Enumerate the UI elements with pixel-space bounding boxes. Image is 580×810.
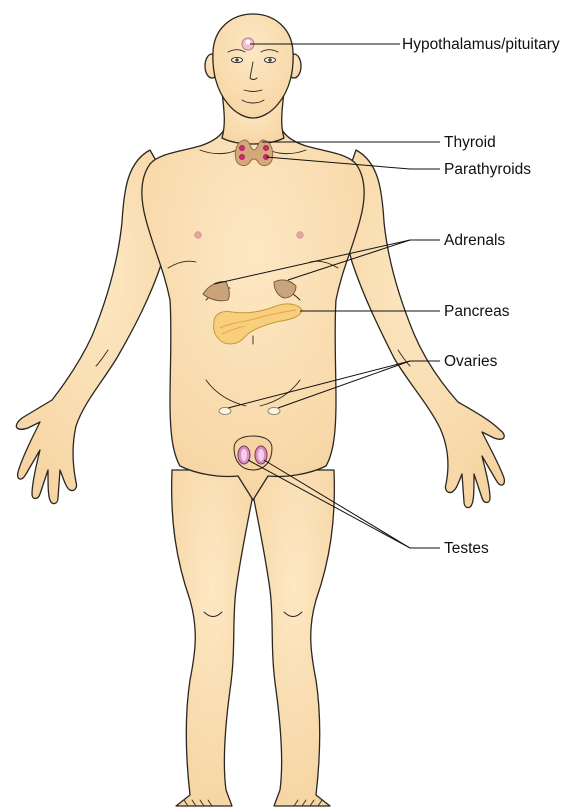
testes xyxy=(234,436,272,470)
right-arm xyxy=(340,150,504,508)
label-pancreas: Pancreas xyxy=(444,303,510,320)
left-ovary xyxy=(219,407,231,414)
label-ovaries: Ovaries xyxy=(444,353,498,370)
left-leg xyxy=(172,470,252,806)
right-nipple xyxy=(297,232,304,239)
label-hypothalamus-pituitary: Hypothalamus/pituitary xyxy=(402,36,560,53)
right-leg xyxy=(254,470,334,806)
right-ovary xyxy=(268,407,280,414)
label-adrenals: Adrenals xyxy=(444,232,505,249)
label-thyroid: Thyroid xyxy=(444,134,496,151)
label-testes: Testes xyxy=(444,540,489,557)
left-nipple xyxy=(195,232,202,239)
human-body xyxy=(16,14,504,806)
label-parathyroids: Parathyroids xyxy=(444,161,531,178)
